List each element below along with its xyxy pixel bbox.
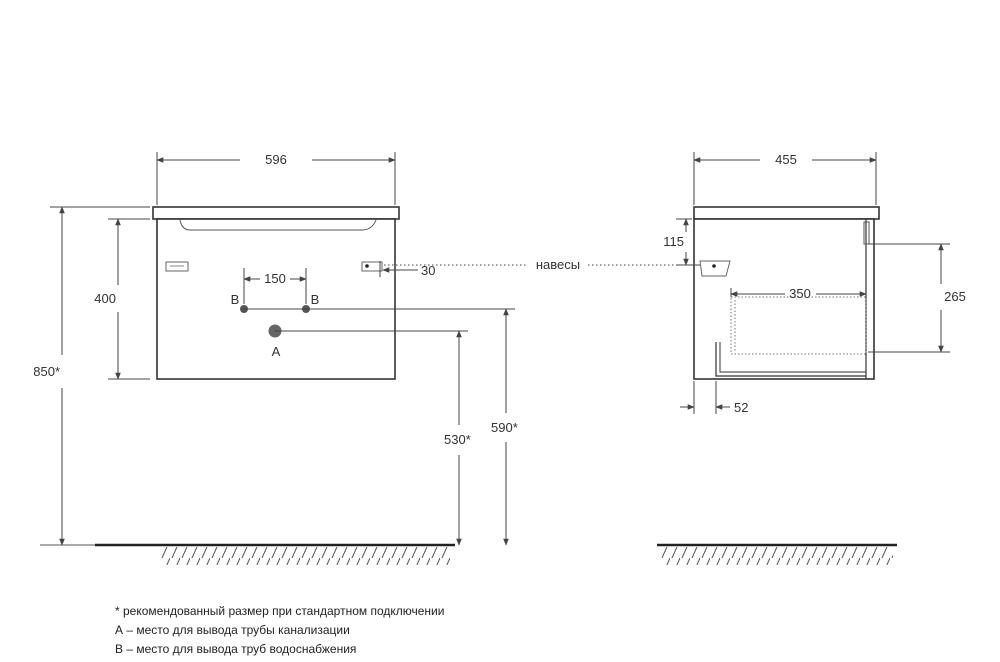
- note-drain: А – место для вывода трубы канализации: [115, 623, 350, 637]
- label-outlet-b-right: B: [311, 292, 320, 307]
- dim-back-offset: 52: [734, 400, 748, 415]
- handle-groove: [179, 219, 377, 231]
- side-top-bracket: [863, 221, 870, 245]
- drawer-box: [730, 296, 867, 355]
- dim-drain-height: 530*: [444, 432, 471, 447]
- hanger-right: [361, 261, 383, 272]
- dim-height-total: 850*: [33, 364, 60, 379]
- dim-height-body: 400: [94, 291, 116, 306]
- dim-supply-height: 590*: [491, 420, 518, 435]
- side-countertop: [693, 206, 880, 220]
- dim-outlet-spacing: 150: [264, 271, 286, 286]
- label-hangers: навесы: [536, 257, 580, 272]
- dim-width-side: 455: [775, 152, 797, 167]
- note-recommended: * рекомендованный размер при стандартном…: [115, 604, 445, 618]
- floor: [40, 543, 897, 565]
- dim-hanger-drop: 115: [663, 234, 684, 249]
- note-supply: B – место для вывода труб водоснабжения: [115, 642, 357, 656]
- dim-drawer-depth: 350: [789, 286, 811, 301]
- front-view: [152, 206, 400, 380]
- dim-width-front: 596: [265, 152, 287, 167]
- label-outlet-b-left: B: [231, 292, 240, 307]
- side-cabinet-body: [693, 218, 875, 380]
- front-countertop: [152, 206, 400, 220]
- hanger-side: [699, 260, 731, 277]
- label-outlet-a: A: [272, 344, 281, 359]
- legend-notes: * рекомендованный размер при стандартном…: [115, 602, 444, 659]
- dimension-lines: [50, 152, 950, 546]
- dim-hanger-offset: 30: [421, 263, 435, 278]
- front-cabinet-body: [156, 218, 396, 380]
- side-view: [693, 206, 880, 380]
- dim-drawer-height: 265: [944, 289, 966, 304]
- hanger-left: [165, 261, 189, 272]
- back-profile: [715, 342, 866, 377]
